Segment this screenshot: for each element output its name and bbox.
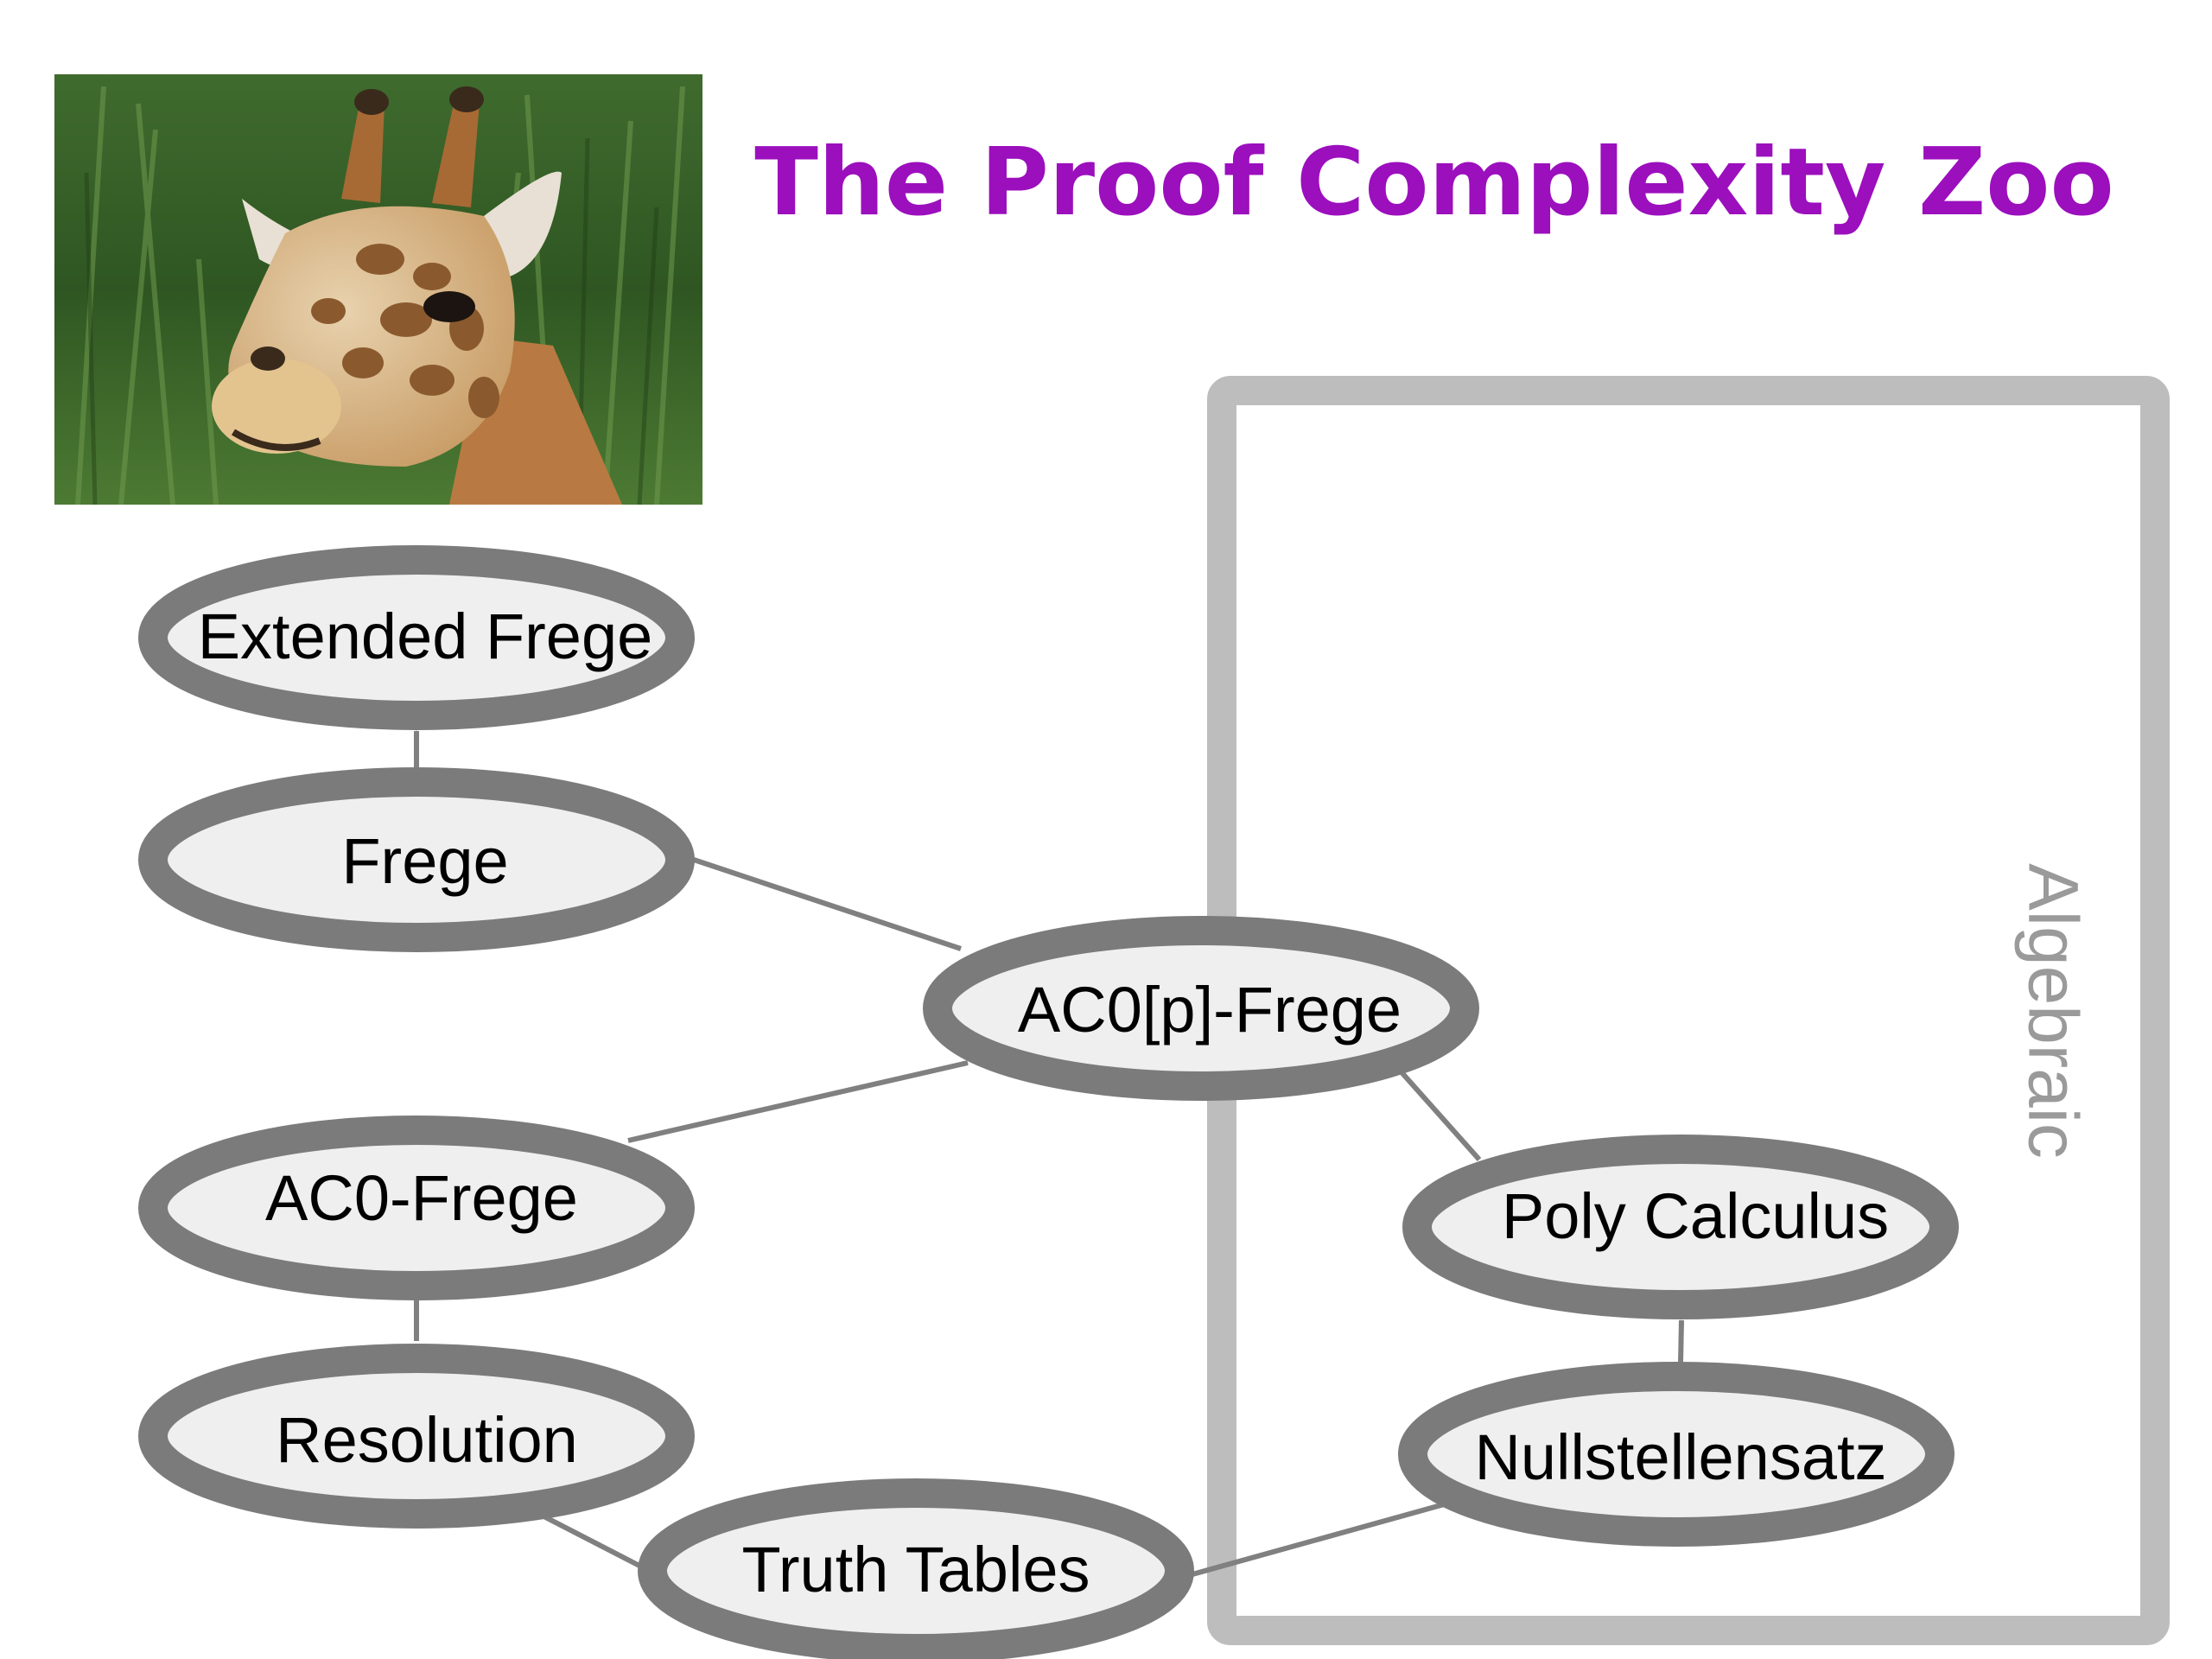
node-ac0p-frege: AC0[p]-Frege [938, 931, 1465, 1086]
node-poly-calculus-label: Poly Calculus [1502, 1180, 1889, 1252]
edge-ac0p-frege-to-frege [691, 859, 961, 949]
node-extended-frege-label: Extended Frege [198, 601, 653, 672]
node-resolution: Resolution [153, 1358, 680, 1514]
node-frege-label: Frege [341, 825, 508, 897]
node-truth-tables-label: Truth Tables [741, 1534, 1090, 1605]
node-resolution-label: Resolution [276, 1404, 578, 1476]
slide-title: The Proof Complexity Zoo [754, 129, 2113, 237]
algebraic-group-label: Algebraic [2013, 863, 2092, 1159]
node-poly-calculus: Poly Calculus [1417, 1149, 1944, 1305]
node-nullstellensatz: Nullstellensatz [1413, 1376, 1940, 1532]
node-extended-frege: Extended Frege [153, 560, 680, 715]
node-ac0-frege: AC0-Frege [153, 1130, 680, 1286]
node-truth-tables: Truth Tables [652, 1493, 1179, 1649]
edge-ac0-frege-to-ac0p-frege [628, 1063, 968, 1141]
giraffe-photo [54, 74, 702, 505]
node-nullstellensatz-label: Nullstellensatz [1474, 1421, 1886, 1493]
node-ac0p-frege-label: AC0[p]-Frege [1018, 974, 1402, 1046]
node-ac0-frege-label: AC0-Frege [265, 1162, 578, 1234]
edge-poly-calculus-to-ac0p-frege [1395, 1065, 1479, 1160]
node-frege: Frege [153, 782, 680, 938]
